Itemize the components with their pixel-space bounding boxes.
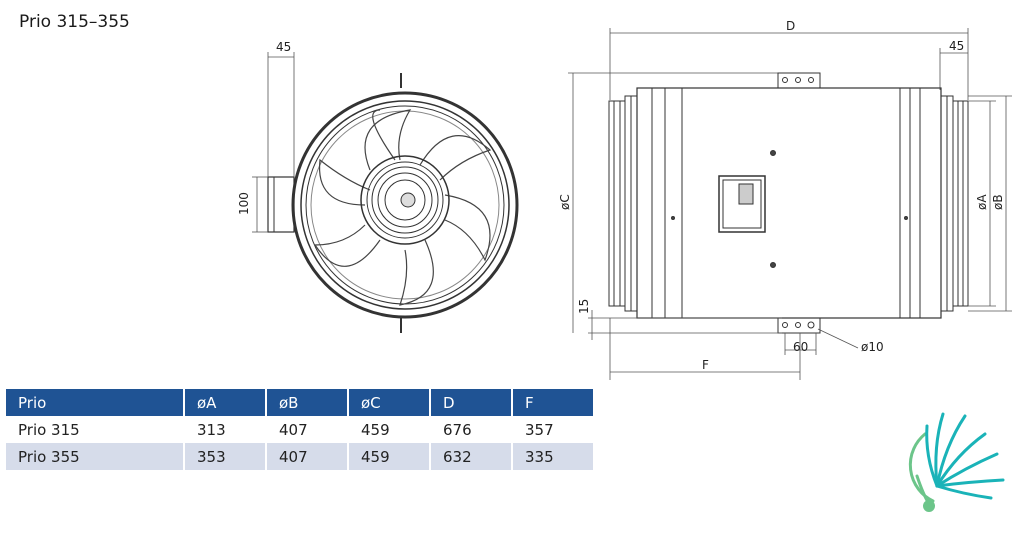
header-f: F [511, 389, 593, 416]
header-b: øB [265, 389, 348, 416]
table-cell: 407 [265, 416, 348, 443]
table-cell: 357 [511, 416, 593, 443]
dim-60: 60 [793, 340, 808, 354]
table-cell: 353 [183, 443, 266, 470]
header-a: øA [183, 389, 266, 416]
side-view [568, 28, 1012, 380]
spec-table: Prio øA øB øC D F Prio 315 313 407 459 6… [6, 389, 593, 470]
brand-logo-icon [908, 412, 1005, 512]
table-cell: Prio 315 [6, 416, 184, 443]
dim-A: øA [975, 194, 989, 210]
front-view [252, 52, 519, 333]
dim-45-right: 45 [949, 39, 964, 53]
table-cell: 676 [429, 416, 512, 443]
table-cell: Prio 355 [6, 443, 184, 470]
dim-100: 100 [237, 192, 251, 215]
table-cell: 313 [183, 416, 266, 443]
dim-C: øC [558, 194, 572, 210]
table-cell: 632 [429, 443, 512, 470]
dim-F: F [702, 358, 709, 372]
dim-15: 15 [577, 299, 591, 314]
dim-B: øB [991, 194, 1005, 210]
dim-45-left: 45 [276, 40, 291, 54]
table-cell: 407 [265, 443, 348, 470]
table-header-row: Prio øA øB øC D F [6, 389, 593, 416]
table-row: Prio 315 313 407 459 676 357 [6, 416, 593, 443]
table-cell: 459 [347, 443, 430, 470]
dim-10: ø10 [861, 340, 884, 354]
table-cell: 335 [511, 443, 593, 470]
table-row: Prio 355 353 407 459 632 335 [6, 443, 593, 470]
header-prio: Prio [6, 389, 184, 416]
header-c: øC [347, 389, 430, 416]
header-d: D [429, 389, 512, 416]
table-cell: 459 [347, 416, 430, 443]
dim-D: D [786, 19, 795, 33]
page-title: Prio 315–355 [19, 12, 130, 32]
